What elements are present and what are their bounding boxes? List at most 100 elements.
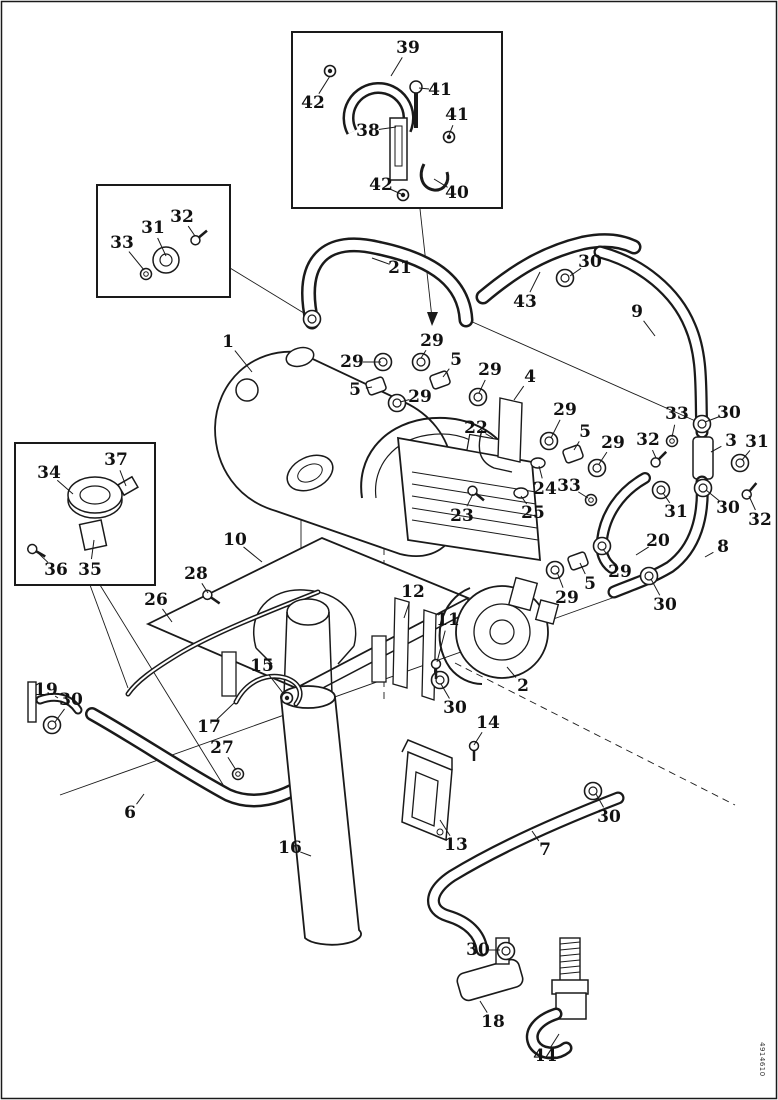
guide-line [454,662,736,806]
callout-label: 32 [748,510,772,530]
callout-leader [216,702,235,720]
callout-label: 29 [608,562,632,582]
hose-8 [607,475,709,599]
callout-label: 30 [59,690,83,710]
callout-leader [466,493,474,507]
guide-line [467,319,701,424]
callout-leader [378,126,397,130]
callout-leader [602,548,614,564]
callout-label: 30 [443,698,467,718]
callout-label: 31 [745,432,769,452]
clamp-sm-glyph [584,493,598,507]
clamp-sm-glyph [231,767,245,781]
callout-label: 12 [401,582,425,602]
clamp-glyph [387,393,407,413]
callout-leader [635,546,649,556]
callout-leader [390,57,403,77]
callout-leader [748,495,756,511]
clamp-glyph [693,478,713,498]
callout-leader [371,257,390,265]
stub-glyph [429,370,451,390]
callout-leader [390,189,402,195]
callout-leader [268,674,284,694]
inset-box-pump-head-detail [14,442,156,586]
callout-leader [418,87,430,90]
washer-glyph [530,457,546,469]
callout-label: 32 [636,430,660,450]
callout-leader [573,441,580,451]
callout-leader [243,546,263,563]
callout-leader [157,237,167,257]
callout-label: 35 [78,560,102,580]
callout-label: 14 [476,713,500,733]
callout-label: 11 [436,610,460,630]
clamp-glyph [555,268,575,288]
callout-label: 41 [428,80,452,100]
callout-leader [538,465,543,479]
bolt-glyph [650,450,668,468]
callout-label: 17 [197,717,221,737]
clamp-glyph [42,715,62,735]
callout-label: 5 [584,574,596,594]
callout-leader [187,225,196,237]
callout-label: 8 [717,537,729,557]
hose-9 [593,245,709,439]
callout-label: 39 [396,38,420,58]
callout-label: 19 [34,680,58,700]
callout-leader [399,399,410,403]
callout-leader [433,178,448,188]
clamp-glyph [430,670,450,690]
callout-leader [128,251,145,271]
clamp-glyph [496,941,516,961]
callout-leader [671,424,676,438]
callout-leader [506,666,517,678]
callout-leader [439,819,451,837]
callout-leader [56,479,74,495]
bolt-glyph [27,543,46,558]
clamp-glyph [639,566,659,586]
callout-label: 32 [170,207,194,227]
callout-label: 29 [555,588,579,608]
callout-label: 29 [553,400,577,420]
fitting-3 [692,436,714,480]
bolt-glyph [467,485,485,502]
callout-label: 38 [356,121,380,141]
callout-label: 2 [517,676,529,696]
stub-glyph [365,376,387,396]
callout-label: 29 [420,331,444,351]
callout-label: 37 [104,450,128,470]
callout-leader [440,683,450,699]
callout-label: 29 [408,387,432,407]
callout-label: 33 [557,476,581,496]
clamp-glyph [302,309,322,329]
callout-label: 20 [646,531,670,551]
bolt-glyph [468,740,480,761]
callout-label: 36 [44,560,68,580]
clamp-glyph [545,560,565,580]
callout-label: 24 [533,479,557,499]
vent-tube [233,673,303,707]
callout-label: 26 [144,590,168,610]
callout-label: 4 [524,367,536,387]
callout-leader [473,732,483,746]
callout-label: 31 [664,502,688,522]
callout-leader [550,1033,560,1047]
support-straps [392,597,437,701]
clamp-glyph [730,453,750,473]
callout-leader [579,562,586,575]
callout-label: 22 [464,418,488,438]
callout-label: 33 [665,404,689,424]
hose-7 [427,791,625,957]
stub-glyph [567,551,589,571]
callout-label: 30 [653,595,677,615]
fitting-bracket [478,397,523,473]
callout-label: 1 [222,332,234,352]
callout-label: 16 [278,838,302,858]
callout-leader [652,449,657,459]
fuel-line-26 [125,589,321,697]
clamp-glyph [411,352,431,372]
callout-label: 30 [716,498,740,518]
clamp-glyph [592,536,612,556]
